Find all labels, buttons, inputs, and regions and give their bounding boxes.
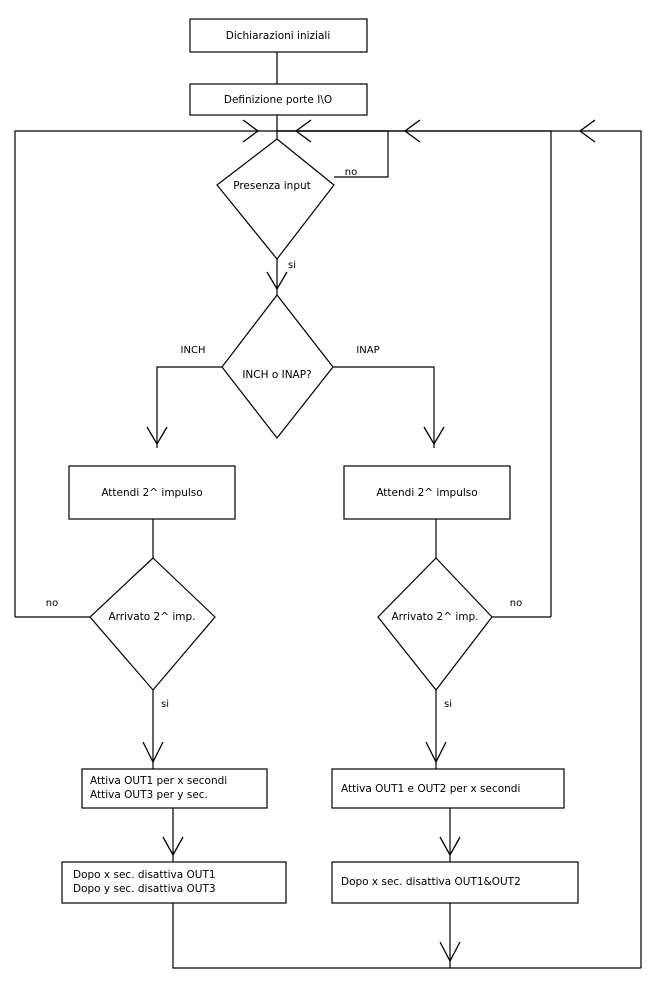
edge-inch-branch — [156, 366, 222, 448]
node-disattiva-out1-out2[interactable]: Dopo x sec. disattiva OUT1&OUT2 — [331, 861, 579, 904]
edge-bottom-return-rail — [277, 130, 642, 968]
edge-label-layer: no si INCH INAP no si no si — [46, 167, 522, 710]
node-label-line2: Dopo y sec. disattiva OUT3 — [73, 883, 216, 895]
edge-left-return-rail — [14, 130, 277, 617]
node-attendi-impulso-left[interactable]: Attendi 2^ impulso — [68, 465, 236, 520]
node-box[interactable] — [68, 465, 236, 520]
node-box[interactable] — [189, 83, 368, 116]
node-inch-o-inap[interactable]: INCH o INAP? — [221, 294, 334, 439]
arrowhead-arrivedleft-si — [142, 741, 164, 764]
node-box[interactable] — [189, 18, 368, 53]
arrowhead-bottom-return — [578, 119, 596, 143]
edge-label-arrivedright-si: si — [444, 699, 452, 710]
node-label: Arrivato 2^ imp. — [391, 611, 478, 623]
node-label: INCH o INAP? — [242, 369, 311, 381]
arrowhead-arrivedright-si — [425, 741, 447, 764]
node-attiva-out1-out2[interactable]: Attiva OUT1 e OUT2 per x secondi — [331, 768, 565, 809]
node-attendi-impulso-right[interactable]: Attendi 2^ impulso — [343, 465, 511, 520]
node-label: Attiva OUT1 e OUT2 per x secondi — [341, 783, 520, 795]
node-diamond[interactable] — [377, 557, 493, 691]
arrowhead-left-return — [242, 119, 260, 143]
node-label-line2: Attiva OUT3 per y sec. — [90, 789, 208, 801]
edge-label-branch-inap: INAP — [356, 345, 379, 356]
node-label: Attendi 2^ impulso — [101, 487, 202, 499]
node-diamond[interactable] — [221, 294, 334, 439]
edge-label-input-no: no — [345, 167, 357, 178]
node-label-line1: Dopo x sec. disattiva OUT1 — [73, 869, 216, 881]
node-label-line1: Attiva OUT1 per x secondi — [90, 775, 227, 787]
node-label: Definizione porte I\O — [224, 94, 332, 106]
node-label: Dichiarazioni iniziali — [226, 30, 330, 42]
edge-label-arrivedleft-si: si — [161, 699, 169, 710]
node-box[interactable] — [61, 861, 287, 904]
node-box[interactable] — [331, 768, 565, 809]
arrowhead-actright-to-deactright — [439, 836, 461, 857]
node-box[interactable] — [331, 861, 579, 904]
arrowhead-input-si — [266, 271, 288, 291]
node-label: Presenza input — [233, 180, 311, 192]
node-dichiarazioni-iniziali[interactable]: Dichiarazioni iniziali — [189, 18, 368, 53]
node-label: Arrivato 2^ imp. — [108, 611, 195, 623]
node-diamond[interactable] — [216, 138, 335, 260]
node-box[interactable] — [81, 768, 268, 809]
node-box[interactable] — [343, 465, 511, 520]
edge-label-branch-inch: INCH — [181, 345, 206, 356]
edge-label-input-si: si — [288, 260, 296, 271]
node-diamond[interactable] — [89, 557, 216, 691]
arrowhead-inch-branch — [146, 426, 168, 446]
connector-layer — [14, 51, 642, 969]
node-disattiva-out1-out3[interactable]: Dopo x sec. disattiva OUT1 Dopo y sec. d… — [61, 861, 287, 904]
node-attiva-out1-out3[interactable]: Attiva OUT1 per x secondi Attiva OUT3 pe… — [81, 768, 268, 809]
edge-deactleft-to-bottom — [172, 903, 641, 969]
edge-label-arrivedleft-no: no — [46, 598, 58, 609]
arrowhead-inap-branch — [423, 426, 445, 446]
arrowhead-deactright-to-bottom — [439, 941, 461, 963]
edge-label-arrivedright-no: no — [510, 598, 522, 609]
arrowhead-actleft-to-deactleft — [162, 836, 184, 857]
node-definizione-porte-io[interactable]: Definizione porte I\O — [189, 83, 368, 116]
node-arrivato-imp-left[interactable]: Arrivato 2^ imp. — [89, 557, 216, 691]
node-label: Dopo x sec. disattiva OUT1&OUT2 — [341, 876, 521, 888]
node-presenza-input[interactable]: Presenza input — [216, 138, 335, 260]
node-label: Attendi 2^ impulso — [376, 487, 477, 499]
edge-inap-branch — [333, 366, 435, 448]
node-arrivato-imp-right[interactable]: Arrivato 2^ imp. — [377, 557, 493, 691]
